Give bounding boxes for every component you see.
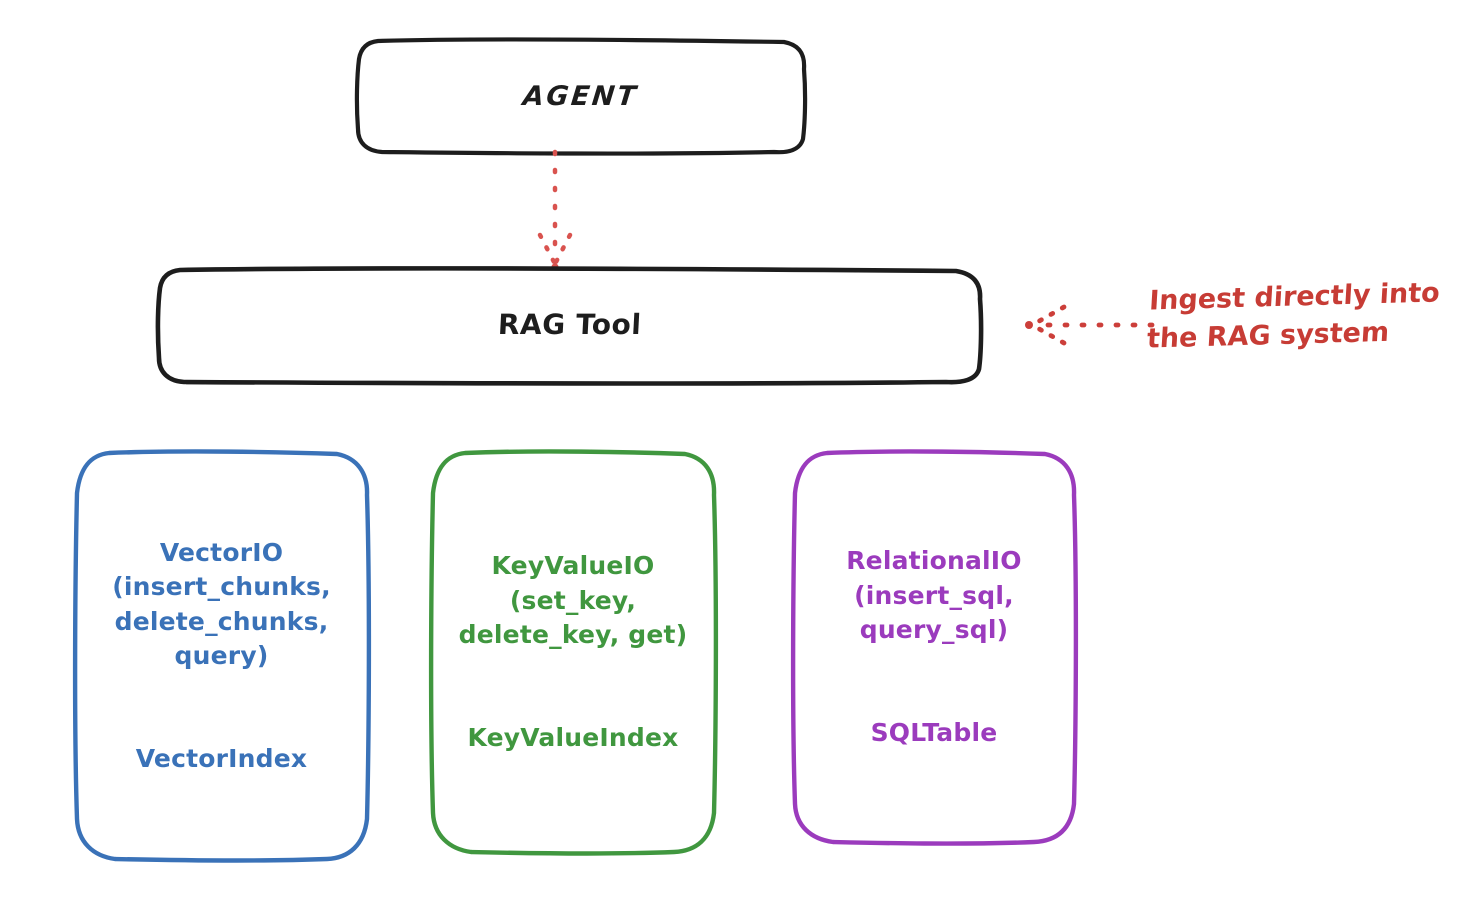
relationalio-label: RelationalIO (insert_sql, query_sql) SQL… [846, 510, 1022, 786]
relationalio-index-label: SQLTable [870, 718, 998, 748]
agent-to-rag-tool-arrow [537, 149, 573, 271]
keyvalueio-label: KeyValueIO (set_key, delete_key, get) Ke… [459, 515, 688, 791]
vectorio-node[interactable]: VectorIO (insert_chunks, delete_chunks, … [71, 449, 372, 863]
agent-label: AGENT [521, 80, 641, 112]
vectorio-label: VectorIO (insert_chunks, delete_chunks, … [112, 501, 331, 811]
ingest-arrow [1025, 304, 1155, 346]
keyvalueio-index-label: KeyValueIndex [467, 723, 679, 753]
relationalio-api-label: RelationalIO (insert_sql, query_sql) [846, 546, 1022, 645]
rag-tool-node[interactable]: RAG Tool [155, 266, 984, 386]
keyvalueio-api-label: KeyValueIO (set_key, delete_key, get) [458, 551, 688, 650]
relationalio-node[interactable]: RelationalIO (insert_sql, query_sql) SQL… [789, 449, 1079, 846]
rag-tool-label: RAG Tool [496, 308, 643, 342]
vectorio-index-label: VectorIndex [135, 744, 308, 773]
agent-node[interactable]: AGENT [354, 37, 808, 156]
ingest-annotation-text: Ingest directly into the RAG system [1146, 277, 1441, 356]
vectorio-api-label: VectorIO (insert_chunks, delete_chunks, … [112, 537, 331, 671]
keyvalueio-node[interactable]: KeyValueIO (set_key, delete_key, get) Ke… [427, 449, 719, 856]
